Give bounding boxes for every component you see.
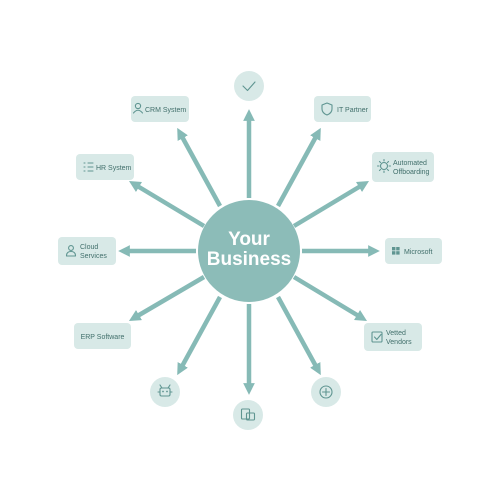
arrow-bottom-right xyxy=(276,295,321,376)
node-hr-system[interactable]: HR System xyxy=(76,154,134,180)
check-icon xyxy=(242,81,256,92)
node-offboarding-line-1: Automated xyxy=(393,160,427,167)
hub-line-1: Your xyxy=(228,229,270,250)
node-bottom[interactable] xyxy=(233,400,263,430)
node-microsoft[interactable]: Microsoft xyxy=(385,238,442,264)
node-hr-box xyxy=(76,154,134,180)
arrow-erp xyxy=(128,275,206,321)
node-erp-label: ERP Software xyxy=(81,334,125,341)
node-top[interactable] xyxy=(234,71,264,101)
windows-icon xyxy=(392,247,400,255)
node-it-partner[interactable]: IT Partner xyxy=(314,96,371,122)
arrow-bottom-left xyxy=(177,295,222,376)
hub-circle xyxy=(198,200,300,302)
node-automated-offboarding[interactable]: Automated Offboarding xyxy=(372,152,434,182)
shield-icon xyxy=(321,102,333,116)
user-icon xyxy=(132,102,144,114)
arrows xyxy=(118,109,380,395)
devices-icon xyxy=(240,408,256,421)
node-bottom-circle xyxy=(233,400,263,430)
node-cloud-box xyxy=(58,237,116,265)
node-erp-box xyxy=(74,323,131,349)
node-bottom-left-circle xyxy=(150,377,180,407)
robot-icon xyxy=(157,384,173,397)
arrow-vendors xyxy=(292,275,368,322)
gear-icon xyxy=(376,158,392,174)
node-bottom-right[interactable] xyxy=(311,377,341,407)
node-offboarding-line-2: Offboarding xyxy=(393,169,430,176)
node-vendors-line-1: Vetted xyxy=(386,330,406,337)
node-crm-box xyxy=(131,96,189,122)
node-top-circle xyxy=(234,71,264,101)
node-cloud-line-1: Cloud xyxy=(80,244,98,251)
node-offboarding-box xyxy=(372,152,434,182)
hub: Your Business xyxy=(198,200,300,302)
node-crm-label: CRM System xyxy=(145,107,186,114)
node-crm-system[interactable]: CRM System xyxy=(131,96,189,122)
plus-circle-icon xyxy=(319,385,333,399)
node-vetted-vendors[interactable]: Vetted Vendors xyxy=(364,323,422,351)
node-bottom-left[interactable] xyxy=(150,377,180,407)
node-it-partner-label: IT Partner xyxy=(337,107,369,114)
arrow-offboarding xyxy=(292,180,370,228)
list-icon xyxy=(83,162,94,172)
node-hr-label: HR System xyxy=(96,165,132,172)
arrow-crm xyxy=(177,127,222,208)
arrow-it-partner xyxy=(276,127,321,208)
node-cloud-line-2: Services xyxy=(80,253,107,260)
node-cloud-services[interactable]: Cloud Services xyxy=(58,237,116,265)
node-it-partner-box xyxy=(314,96,371,122)
node-microsoft-label: Microsoft xyxy=(404,249,432,256)
node-microsoft-box xyxy=(385,238,442,264)
node-erp-software[interactable]: ERP Software xyxy=(74,323,131,349)
cloud-user-icon xyxy=(65,245,77,257)
hub-line-2: Business xyxy=(207,249,291,270)
checkbox-icon xyxy=(371,331,383,343)
arrow-hr xyxy=(128,180,206,228)
node-vendors-box xyxy=(364,323,422,351)
node-vendors-line-2: Vendors xyxy=(386,339,412,346)
